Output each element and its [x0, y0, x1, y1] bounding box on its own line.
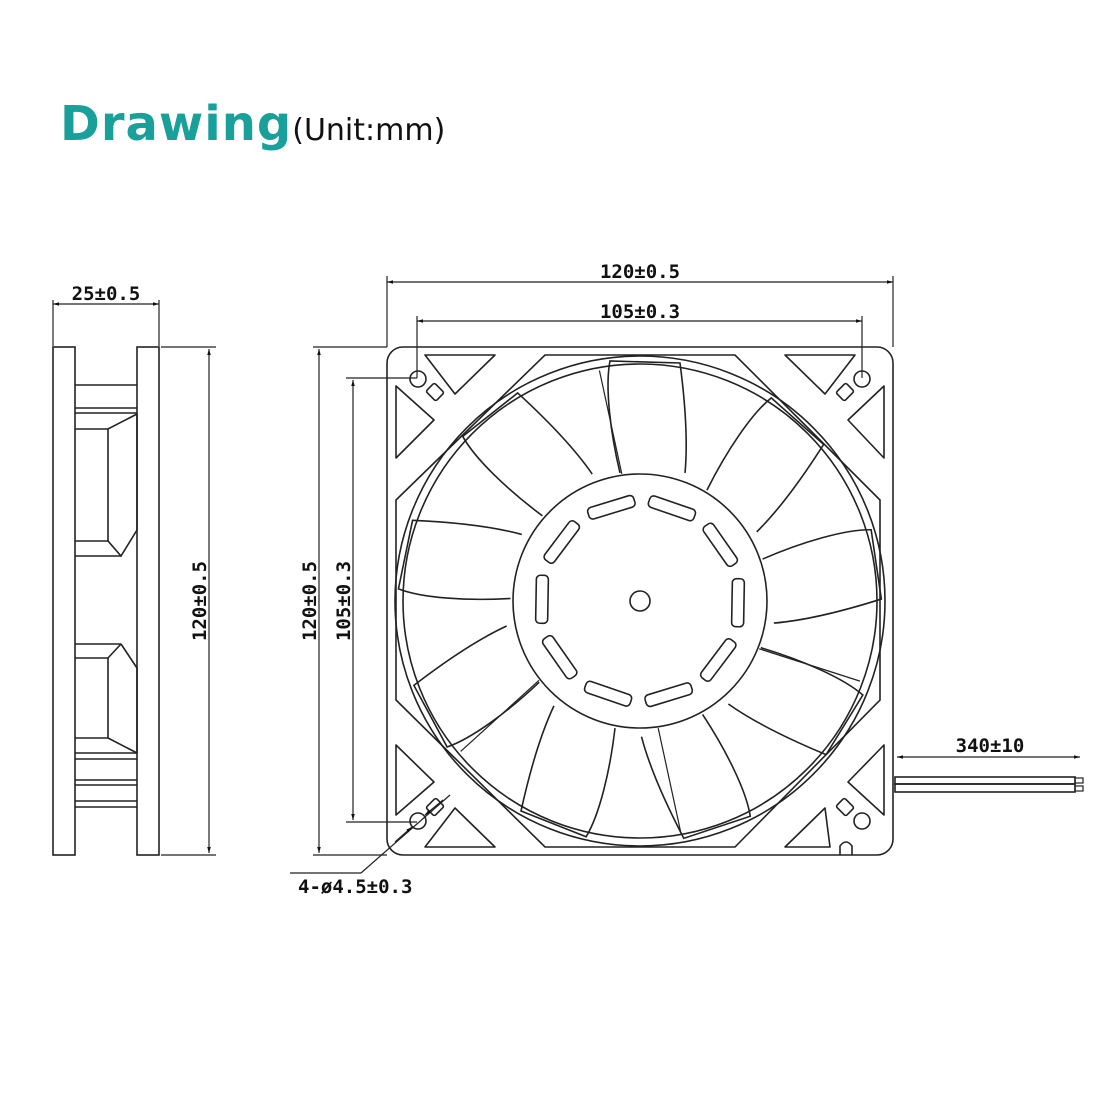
side-view: 25±0.5 120±0.5	[52, 283, 216, 856]
hub-slots	[534, 494, 746, 708]
hub-center	[629, 590, 651, 612]
front-hole-spacing-h-label: 105±0.3	[600, 301, 680, 323]
cable-length-label: 340±10	[956, 735, 1025, 757]
side-thickness-label: 25±0.5	[72, 283, 141, 305]
corner-bottom-right	[784, 744, 885, 848]
corner-top-right	[784, 354, 885, 459]
drawing-title: Drawing(Unit:mm)	[60, 96, 445, 152]
fan-blades	[397, 360, 883, 840]
front-view: 120±0.5 105±0.3 120±0.5 105±0.3	[290, 261, 894, 898]
corner-bottom-left	[395, 744, 496, 848]
front-height-label: 120±0.5	[299, 561, 321, 641]
fan-hub	[512, 473, 768, 729]
mounting-hole-label: 4-ø4.5±0.3	[298, 876, 412, 898]
side-height-label: 120±0.5	[189, 561, 211, 641]
front-hole-spacing-v-label: 105±0.3	[333, 561, 355, 641]
title-unit: (Unit:mm)	[292, 113, 446, 148]
cable: 340±10	[894, 735, 1084, 793]
corner-top-left	[395, 354, 496, 459]
title-main: Drawing	[60, 96, 293, 152]
front-width-label: 120±0.5	[600, 261, 680, 283]
